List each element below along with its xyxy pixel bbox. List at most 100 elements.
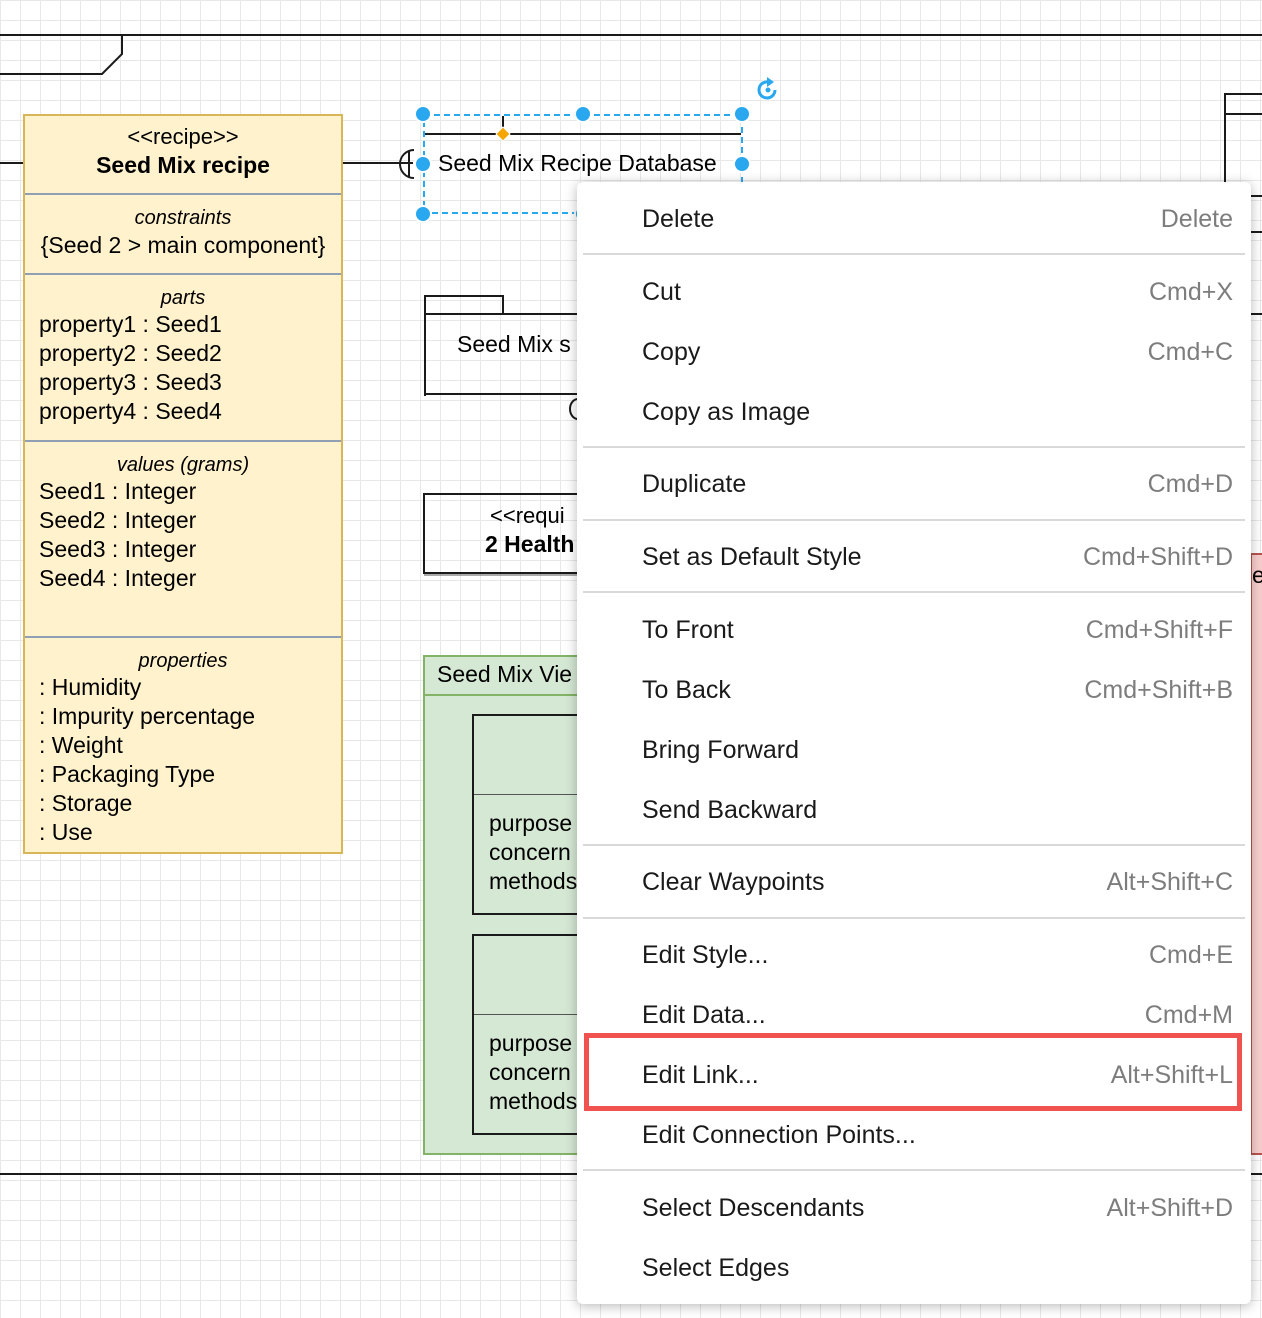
resize-handle-w[interactable] <box>414 155 432 173</box>
menu-item-label: Select Descendants <box>642 1194 865 1222</box>
property-item: : Storage <box>39 790 133 816</box>
menu-item-bring-forward[interactable]: Bring Forward <box>577 722 1251 778</box>
menu-item-shortcut: Cmd+Shift+B <box>1084 676 1233 704</box>
menu-item-to-front[interactable]: To Front Cmd+Shift+F <box>577 602 1251 658</box>
requirement-name: 2 Health <box>485 531 575 557</box>
view-block-2[interactable]: purpose concern methods <box>472 934 592 1135</box>
menu-item-label: Edit Connection Points... <box>642 1121 916 1149</box>
menu-item-delete[interactable]: Delete Delete <box>577 191 1251 247</box>
menu-item-set-default-style[interactable]: Set as Default Style Cmd+Shift+D <box>577 529 1251 585</box>
frame-name-tab <box>0 34 123 75</box>
menu-item-shortcut: Delete <box>1160 205 1233 233</box>
block-line: concern <box>489 1059 571 1085</box>
values-title: values (grams) <box>116 454 250 476</box>
block-line: methods <box>489 868 578 894</box>
menu-item-copy-as-image[interactable]: Copy as Image <box>577 384 1251 440</box>
recipe-block[interactable]: <<recipe>> Seed Mix recipe constraints {… <box>23 114 343 854</box>
requirement-stereotype: <<requi <box>490 503 565 528</box>
menu-item-shortcut: Cmd+C <box>1147 338 1233 366</box>
menu-item-copy[interactable]: Copy Cmd+C <box>577 324 1251 380</box>
block-divider <box>474 1014 592 1015</box>
properties-section: properties : Humidity : Impurity percent… <box>25 636 341 854</box>
menu-item-shortcut: Cmd+Shift+D <box>1082 543 1233 571</box>
rotate-handle-icon[interactable] <box>755 77 781 103</box>
resize-handle-nw[interactable] <box>414 105 432 123</box>
right-edge-letter: e <box>1252 562 1262 588</box>
property-item: : Impurity percentage <box>39 703 256 729</box>
right-requirement-shape[interactable] <box>1250 553 1262 1155</box>
recipe-name: Seed Mix recipe <box>96 152 270 178</box>
resize-handle-n[interactable] <box>574 105 592 123</box>
block-divider <box>474 794 592 795</box>
property-item: : Weight <box>39 732 123 758</box>
edit-link-highlight <box>584 1033 1242 1111</box>
constraints-title: constraints <box>134 207 232 229</box>
parts-section: parts property1 : Seed1 property2 : Seed… <box>25 273 341 441</box>
menu-item-cut[interactable]: Cut Cmd+X <box>577 264 1251 320</box>
view-title: Seed Mix Vie <box>437 661 573 687</box>
menu-item-label: Edit Style... <box>642 941 769 969</box>
view-title-divider <box>425 694 591 696</box>
block-line: purpose <box>489 1030 573 1056</box>
menu-item-select-descendants[interactable]: Select Descendants Alt+Shift+D <box>577 1180 1251 1236</box>
part-item: property2 : Seed2 <box>39 340 222 366</box>
menu-separator <box>583 844 1245 846</box>
constraints-value: {Seed 2 > main component} <box>40 232 326 258</box>
menu-item-edit-link[interactable]: Edit Link... Alt+Shift+L <box>577 1047 1251 1103</box>
property-item: : Humidity <box>39 674 142 700</box>
recipe-stereotype: <<recipe>> <box>127 124 239 149</box>
menu-item-send-backward[interactable]: Send Backward <box>577 782 1251 838</box>
part-item: property3 : Seed3 <box>39 369 222 395</box>
value-item: Seed1 : Integer <box>39 478 197 504</box>
menu-item-shortcut: Alt+Shift+L <box>1110 1061 1233 1089</box>
seed-mix-shape-outline[interactable] <box>423 294 583 398</box>
menu-item-label: Duplicate <box>642 470 747 498</box>
menu-item-label: Copy <box>642 338 701 366</box>
menu-item-label: Copy as Image <box>642 398 811 426</box>
resize-handle-e[interactable] <box>733 155 751 173</box>
properties-title: properties <box>138 650 228 672</box>
parts-title: parts <box>160 287 206 309</box>
menu-item-label: Edit Data... <box>642 1001 766 1029</box>
connector-line <box>343 162 413 164</box>
menu-item-label: Clear Waypoints <box>642 868 825 896</box>
menu-separator <box>583 1169 1245 1171</box>
port-icon <box>569 398 579 420</box>
required-interface-icon <box>399 149 415 179</box>
values-section: values (grams) Seed1 : Integer Seed2 : I… <box>25 440 341 638</box>
seed-mix-s-label: Seed Mix s <box>457 331 571 357</box>
menu-item-label: Select Edges <box>642 1254 790 1282</box>
menu-item-label: To Back <box>642 676 731 704</box>
menu-item-label: To Front <box>642 616 734 644</box>
block-line: methods <box>489 1088 578 1114</box>
menu-separator <box>583 591 1245 593</box>
menu-item-label: Send Backward <box>642 796 818 824</box>
requirement-shape-outline[interactable] <box>423 493 583 577</box>
part-item: property4 : Seed4 <box>39 398 222 424</box>
menu-separator <box>583 446 1245 448</box>
database-label: Seed Mix Recipe Database <box>438 150 717 176</box>
connector-left-stub <box>0 162 24 164</box>
shape-adjust-handle-icon[interactable] <box>495 126 511 142</box>
menu-item-clear-waypoints[interactable]: Clear Waypoints Alt+Shift+C <box>577 854 1251 910</box>
menu-item-label: Bring Forward <box>642 736 799 764</box>
resize-handle-ne[interactable] <box>733 105 751 123</box>
menu-item-label: Set as Default Style <box>642 543 862 571</box>
menu-item-select-edges[interactable]: Select Edges <box>577 1240 1251 1296</box>
menu-item-shortcut: Cmd+E <box>1148 941 1233 969</box>
block-line: purpose <box>489 810 573 836</box>
menu-item-duplicate[interactable]: Duplicate Cmd+D <box>577 456 1251 512</box>
menu-item-label: Delete <box>642 205 715 233</box>
frame-top-line <box>0 34 1262 36</box>
part-item: property1 : Seed1 <box>39 311 222 337</box>
menu-item-edit-style[interactable]: Edit Style... Cmd+E <box>577 927 1251 983</box>
resize-handle-sw[interactable] <box>414 205 432 223</box>
value-item: Seed3 : Integer <box>39 536 197 562</box>
menu-item-to-back[interactable]: To Back Cmd+Shift+B <box>577 662 1251 718</box>
menu-item-shortcut: Cmd+Shift+F <box>1085 616 1233 644</box>
view-block-1[interactable]: purpose concern methods <box>472 714 592 915</box>
menu-item-label: Edit Link... <box>642 1061 759 1089</box>
menu-item-label: Cut <box>642 278 681 306</box>
menu-item-edit-connection-points[interactable]: Edit Connection Points... <box>577 1107 1251 1163</box>
menu-item-edit-data[interactable]: Edit Data... Cmd+M <box>577 987 1251 1043</box>
